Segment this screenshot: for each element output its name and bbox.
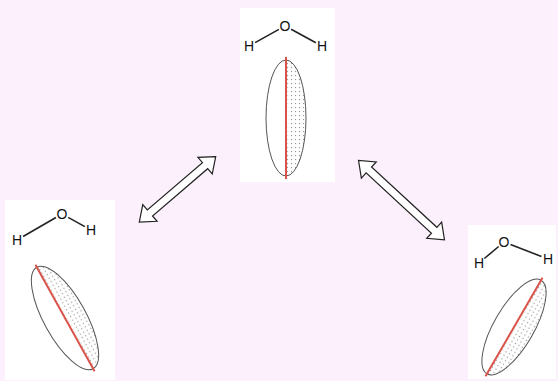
molecule-panel: H O H <box>468 225 556 379</box>
bond-line <box>23 218 56 237</box>
atom-label: H <box>244 39 254 53</box>
polarizability-ellipse <box>266 57 306 179</box>
ellipse-outline <box>470 270 556 379</box>
atom-label: O <box>280 19 291 33</box>
molecule-picture <box>468 225 556 379</box>
double-arrow <box>139 157 215 222</box>
polarizability-ellipse <box>17 254 113 380</box>
axis-line <box>35 265 94 372</box>
atom-label: O <box>499 235 510 249</box>
molecule-picture <box>240 8 335 182</box>
axis-line <box>285 57 287 179</box>
axis-line <box>486 278 543 377</box>
double-arrow <box>359 160 445 239</box>
atom-label: H <box>317 39 327 53</box>
bond-line <box>255 29 279 42</box>
atom-label: H <box>86 223 96 237</box>
bond-line <box>484 247 498 259</box>
dotted-shading <box>37 257 112 369</box>
dotted-shading <box>286 60 306 176</box>
atom-label: H <box>543 252 553 266</box>
atom-label: H <box>474 256 484 270</box>
bond-line <box>511 245 542 257</box>
atom-label: O <box>57 207 68 221</box>
ellipse-outline <box>19 257 112 379</box>
atom-label: H <box>12 233 22 247</box>
molecule-panel: H O H <box>5 200 115 380</box>
molecule-panel: H O H <box>240 8 335 182</box>
polarizability-ellipse <box>468 268 556 379</box>
bond-line <box>291 29 316 42</box>
bond-line <box>68 217 85 226</box>
molecule-picture <box>5 200 115 380</box>
